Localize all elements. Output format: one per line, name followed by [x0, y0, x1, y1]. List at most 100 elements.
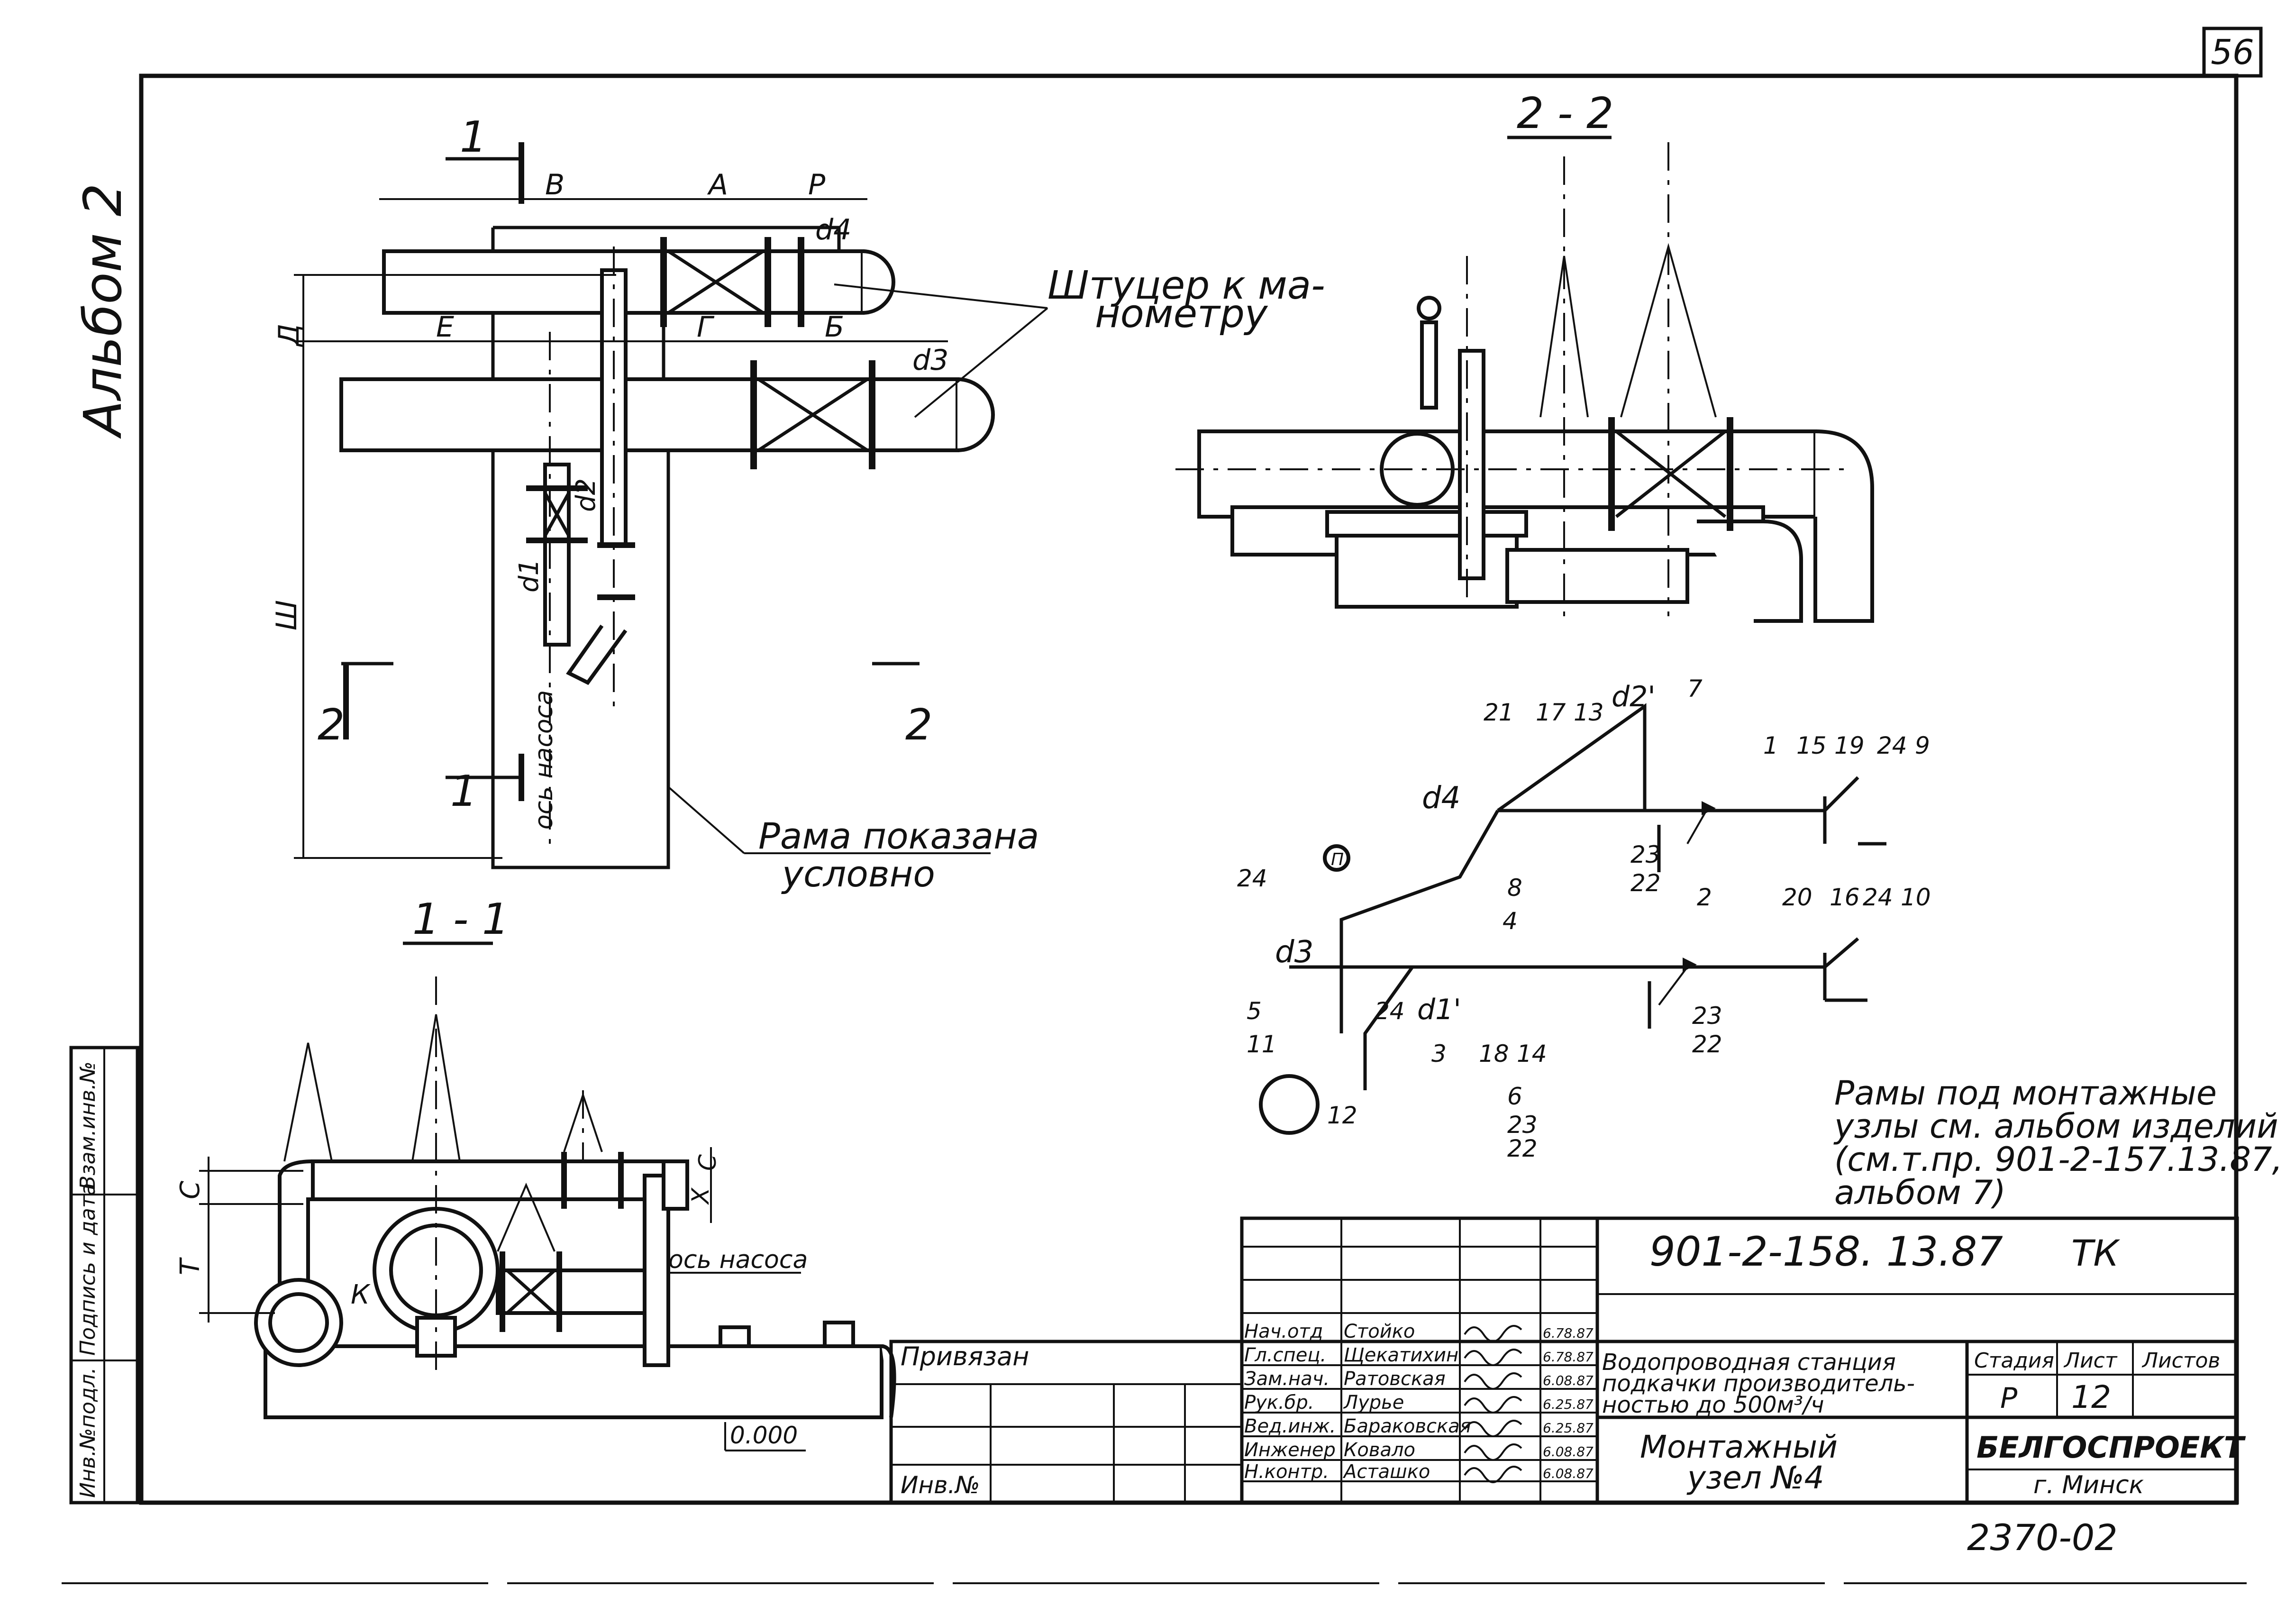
dim-sh: Ш — [270, 600, 303, 630]
pos-22-b: 22 — [1692, 1031, 1722, 1058]
pos-20: 20 — [1782, 884, 1812, 911]
pos-1: 1 — [1763, 732, 1778, 759]
dim-k: К — [351, 1279, 371, 1310]
date-1: 6.78.87 — [1543, 1349, 1594, 1365]
name-2: Ратовская — [1344, 1368, 1446, 1390]
plan-section-mark-top: 1 — [460, 112, 487, 162]
date-4: 6.25.87 — [1543, 1420, 1594, 1436]
role-4: Вед.инж. — [1244, 1415, 1336, 1437]
pos-3: 3 — [1431, 1040, 1447, 1067]
plan-section-mark-bottom: 1 — [450, 766, 477, 816]
pos-24-c: 24 — [1863, 884, 1893, 911]
plan-view: 1 1 2 2 В А Р Д Е Г Б Ш d4 d3 d2 d1 Штуц… — [270, 112, 1325, 895]
date-0: 6.78.87 — [1543, 1325, 1594, 1341]
stage-value: Р — [2000, 1382, 2018, 1415]
callout-manometer-line1: Штуцер к ма- — [1047, 263, 1325, 308]
dim-e: Е — [436, 310, 454, 344]
dim-x: Х — [687, 1187, 714, 1205]
sheets-header: Листов — [2141, 1349, 2220, 1373]
pos-23-c: 23 — [1507, 1111, 1538, 1139]
section-1-1-title: 1 - 1 — [412, 894, 509, 944]
scheme-gauge-label: П — [1331, 850, 1344, 869]
date-6: 6.08.87 — [1543, 1466, 1594, 1481]
sheet-value: 12 — [2071, 1379, 2111, 1415]
album-label: Альбом 2 — [73, 183, 133, 439]
pos-11: 11 — [1247, 1031, 1277, 1058]
dim-p: Р — [808, 168, 826, 201]
plan-section-mark-right: 2 — [905, 700, 932, 750]
pos-8: 8 — [1507, 874, 1522, 902]
stage-header: Стадия — [1974, 1349, 2054, 1373]
pos-22-a: 22 — [1630, 869, 1661, 897]
callout-frame-line2: условно — [781, 853, 935, 895]
name-3: Лурье — [1343, 1392, 1404, 1414]
scheme-pipe-d1: d1' — [1417, 993, 1461, 1026]
archive-number: 2370-02 — [1967, 1516, 2118, 1559]
date-3: 6.25.87 — [1543, 1396, 1594, 1412]
scheme-pipe-d3: d3 — [1275, 935, 1313, 970]
tied-label: Привязан — [901, 1341, 1029, 1371]
axonometric-scheme: d4 d2' d3 d1' П 7 21 17 13 1 15 — [1237, 675, 2283, 1212]
pos-13: 13 — [1574, 699, 1604, 726]
dim-a: А — [707, 168, 728, 201]
section-1-1-axis-label: ось насоса — [668, 1246, 808, 1274]
pos-23-b: 23 — [1692, 1002, 1722, 1030]
section-2-2: 2 - 2 — [1175, 89, 1874, 623]
plan-axis-label: ось насоса — [530, 690, 558, 830]
project-code: 901-2-158. 13.87 — [1649, 1228, 2003, 1276]
pos-4: 4 — [1503, 907, 1518, 935]
object-title-line2: подкачки производитель- — [1602, 1370, 1915, 1397]
object-title-line3: ностью до 500м³/ч — [1602, 1392, 1824, 1418]
role-2: Зам.нач. — [1244, 1368, 1330, 1390]
scheme-pipe-d2: d2' — [1612, 680, 1656, 713]
signatures — [1464, 1325, 1522, 1483]
section-1-1: 1 - 1 — [175, 894, 896, 1451]
role-0: Нач.отд — [1244, 1321, 1323, 1342]
pos-10: 10 — [1901, 884, 1931, 911]
stamp-inv-label: Инв.№подл. — [76, 1367, 100, 1498]
dim-d: Д — [273, 324, 306, 347]
pipe-label-d4: d4 — [815, 213, 851, 246]
pipe-d3-lower — [339, 377, 959, 452]
sheet-title-line2: узел №4 — [1686, 1460, 1824, 1496]
date-5: 6.08.87 — [1543, 1444, 1594, 1460]
section-2-2-title: 2 - 2 — [1517, 89, 1613, 138]
role-6: Н.контр. — [1244, 1461, 1329, 1483]
name-4: Бараковская — [1344, 1415, 1471, 1437]
pos-23-a: 23 — [1630, 841, 1661, 868]
pos-9: 9 — [1915, 732, 1930, 759]
date-2: 6.08.87 — [1543, 1373, 1594, 1388]
doc-mark: ТК — [2071, 1232, 2120, 1274]
pos-24-d: 24 — [1375, 997, 1405, 1025]
page-number: 56 — [2211, 32, 2254, 72]
pipe-label-d3: d3 — [912, 344, 948, 377]
pipe-d1-vertical — [543, 463, 571, 647]
pipe-label-d2: d2 — [571, 478, 601, 512]
sheet-header: Лист — [2063, 1349, 2118, 1373]
stamp-replace-label: Взам.инв.№ — [76, 1061, 100, 1190]
pos-12: 12 — [1327, 1102, 1357, 1129]
dim-v: В — [545, 168, 565, 201]
object-title-line1: Водопроводная станция — [1602, 1349, 1896, 1376]
pos-5: 5 — [1247, 997, 1262, 1025]
pos-7: 7 — [1687, 675, 1703, 703]
pos-16: 16 — [1830, 884, 1860, 911]
pos-24-a: 24 — [1877, 732, 1907, 759]
plan-section-mark-left: 2 — [318, 700, 345, 750]
pos-17: 17 — [1536, 699, 1566, 726]
inv-label: Инв.№ — [901, 1471, 980, 1499]
note-line-4: альбом 7) — [1834, 1173, 2006, 1212]
name-6: Асташко — [1342, 1461, 1430, 1483]
elevation-mark: 0.000 — [730, 1422, 798, 1449]
role-3: Рук.бр. — [1244, 1392, 1314, 1414]
pipe-label-d1: d1 — [514, 559, 545, 593]
pos-18: 18 — [1479, 1040, 1509, 1067]
pos-24-b: 24 — [1237, 865, 1267, 892]
callout-frame-line1: Рама показана — [758, 815, 1039, 857]
org-city: г. Минск — [2033, 1471, 2144, 1499]
dim-t: Т — [175, 1257, 206, 1275]
scheme-pipe-d4: d4 — [1422, 781, 1460, 816]
sheet-title-line1: Монтажный — [1640, 1429, 1838, 1465]
pos-22-c: 22 — [1507, 1135, 1538, 1162]
